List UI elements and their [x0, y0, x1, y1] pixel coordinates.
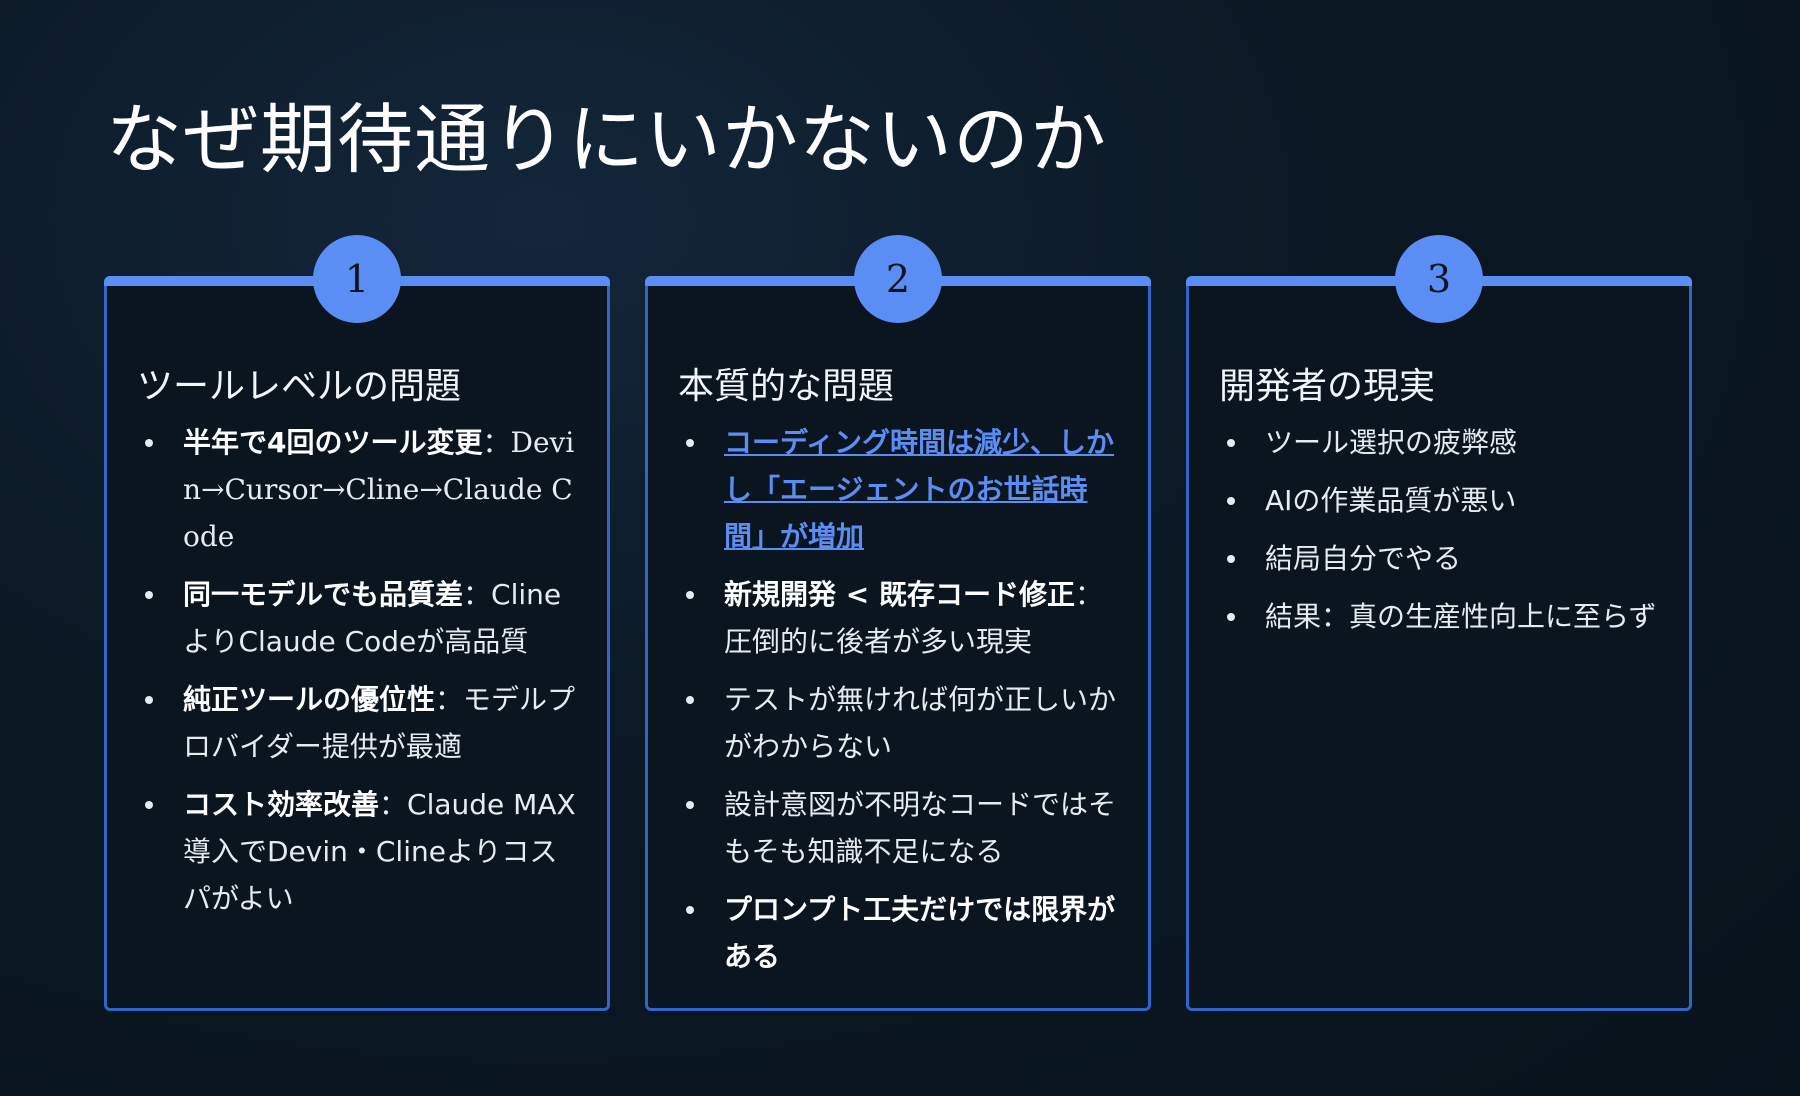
- list-item: 純正ツールの優位性：モデルプロバイダー提供が最適: [145, 676, 577, 770]
- item-text: ClineよりClaude Codeが高品質: [183, 578, 562, 658]
- list-item: 半年で4回のツール変更：Devin→Cursor→Cline→Claude Co…: [145, 419, 577, 560]
- item-separator: ：: [379, 788, 408, 821]
- list-item: テストが無ければ何が正しいかがわからない: [686, 676, 1118, 770]
- item-text: 結局自分でやる: [1265, 542, 1462, 575]
- item-bold: プロンプト工夫だけでは限界がある: [724, 893, 1116, 973]
- card-number-badge: 2: [854, 235, 942, 323]
- bullet-list: コーディング時間は減少、しかし「エージェントのお世話時間」が増加 新規開発 < …: [648, 419, 1148, 991]
- item-text: 設計意図が不明なコードではそもそも知識不足になる: [724, 788, 1117, 868]
- card-title: 本質的な問題: [678, 366, 895, 407]
- card-developer-reality: 3 開発者の現実 ツール選択の疲弊感 AIの作業品質が悪い 結局自分でやる 結果…: [1186, 235, 1692, 1011]
- bullet-list: ツール選択の疲弊感 AIの作業品質が悪い 結局自分でやる 結果：真の生産性向上に…: [1189, 419, 1689, 651]
- list-item: 結果：真の生産性向上に至らず: [1227, 593, 1659, 640]
- list-item: ツール選択の疲弊感: [1227, 419, 1659, 466]
- item-text: モデルプロバイダー提供が最適: [183, 683, 576, 763]
- list-item: 結局自分でやる: [1227, 535, 1659, 582]
- item-separator: ：: [482, 426, 511, 459]
- card-title: ツールレベルの問題: [137, 366, 462, 407]
- card-essential-problems: 2 本質的な問題 コーディング時間は減少、しかし「エージェントのお世話時間」が増…: [645, 235, 1151, 1011]
- item-bold: 純正ツールの優位性: [183, 683, 436, 716]
- item-text: ツール選択の疲弊感: [1265, 426, 1518, 459]
- list-item: コーディング時間は減少、しかし「エージェントのお世話時間」が増加: [686, 419, 1118, 560]
- item-text: テストが無ければ何が正しいかがわからない: [724, 683, 1117, 763]
- item-text: Devin→Cursor→Cline→Claude Code: [183, 426, 575, 553]
- item-separator: ：: [435, 683, 464, 716]
- list-item: プロンプト工夫だけでは限界がある: [686, 886, 1118, 980]
- list-item: 新規開発 < 既存コード修正： 圧倒的に後者が多い現実: [686, 571, 1118, 665]
- card-tool-level-problems: 1 ツールレベルの問題 半年で4回のツール変更：Devin→Cursor→Cli…: [104, 235, 610, 1011]
- item-text: 結果：真の生産性向上に至らず: [1265, 600, 1657, 633]
- item-separator: ：: [463, 578, 492, 611]
- item-text: AIの作業品質が悪い: [1265, 484, 1517, 517]
- list-item: 設計意図が不明なコードではそもそも知識不足になる: [686, 781, 1118, 875]
- item-separator: ：: [1074, 578, 1103, 611]
- card-number-badge: 3: [1395, 235, 1483, 323]
- item-text: Claude MAX導入でDevin・Clineよりコスパがよい: [183, 788, 576, 915]
- item-bold: 新規開発 < 既存コード修正: [724, 578, 1075, 611]
- item-text: 圧倒的に後者が多い現実: [724, 625, 1033, 658]
- slide-title: なぜ期待通りにいかないのか: [106, 95, 1107, 184]
- card-title: 開発者の現実: [1219, 366, 1436, 407]
- list-item: 同一モデルでも品質差：ClineよりClaude Codeが高品質: [145, 571, 577, 665]
- card-number-badge: 1: [313, 235, 401, 323]
- item-bold: 同一モデルでも品質差: [183, 578, 464, 611]
- bullet-list: 半年で4回のツール変更：Devin→Cursor→Cline→Claude Co…: [107, 419, 607, 933]
- item-bold: 半年で4回のツール変更: [183, 426, 483, 459]
- list-item: コスト効率改善：Claude MAX導入でDevin・Clineよりコスパがよい: [145, 781, 577, 922]
- list-item: AIの作業品質が悪い: [1227, 477, 1659, 524]
- item-bold: コスト効率改善: [183, 788, 380, 821]
- item-link[interactable]: コーディング時間は減少、しかし「エージェントのお世話時間」が増加: [724, 426, 1115, 553]
